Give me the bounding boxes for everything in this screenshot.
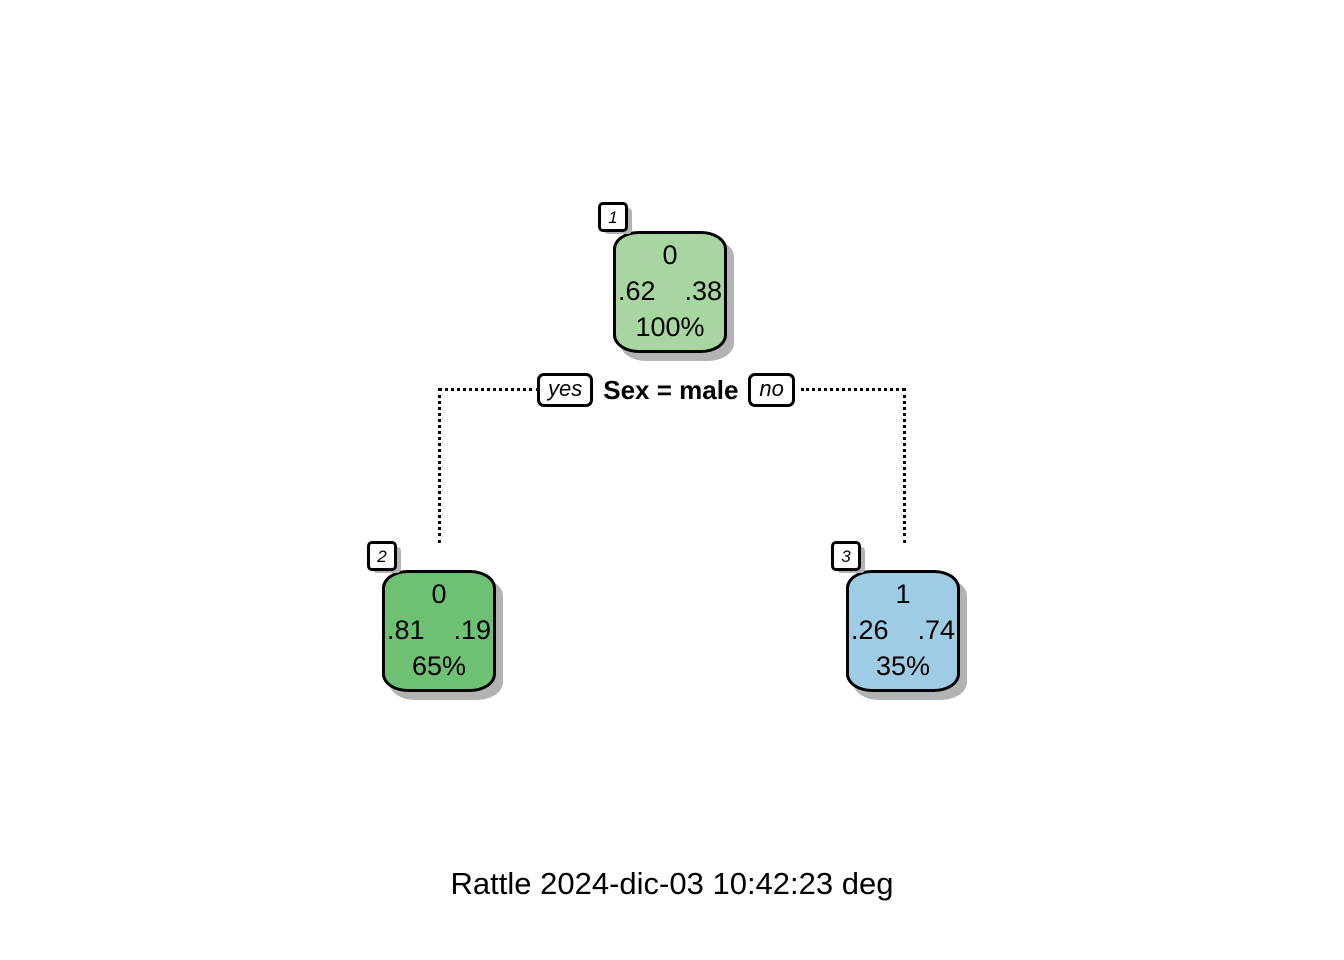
node-body: 0 .62 .38 100%: [613, 231, 727, 353]
edge-no-vertical: [903, 388, 906, 543]
split-no-label: no: [748, 373, 795, 407]
node-prob-class0: .26: [851, 614, 889, 645]
node-prob-class1: .74: [917, 614, 955, 645]
split-condition: Sex = male: [603, 375, 739, 405]
split-label-row: yes Sex = male no: [537, 373, 795, 407]
split-yes-label: yes: [537, 373, 594, 407]
figure-caption: Rattle 2024-dic-03 10:42:23 deg: [450, 866, 894, 901]
node-number-tab: 3: [831, 541, 865, 573]
edge-yes-horizontal: [438, 388, 540, 391]
node-prob-class1: .19: [453, 614, 491, 645]
edge-no-horizontal: [801, 388, 905, 391]
node-body: 0 .81 .19 65%: [382, 570, 496, 692]
node-prob-class0: .62: [618, 275, 656, 306]
node-percent: 35%: [875, 650, 931, 681]
node-probabilities: .62 .38: [618, 275, 722, 306]
node-number: 2: [367, 541, 397, 571]
node-probabilities: .81 .19: [387, 614, 491, 645]
node-predicted-class: 1: [895, 578, 911, 609]
node-number: 1: [598, 202, 628, 232]
node-predicted-class: 0: [662, 239, 678, 270]
node-number-tab: 1: [598, 202, 632, 234]
node-number: 3: [831, 541, 861, 571]
node-percent: 100%: [635, 311, 705, 342]
node-probabilities: .26 .74: [851, 614, 955, 645]
node-percent: 65%: [411, 650, 467, 681]
node-predicted-class: 0: [431, 578, 447, 609]
node-body: 1 .26 .74 35%: [846, 570, 960, 692]
node-prob-class0: .81: [387, 614, 425, 645]
node-prob-class1: .38: [684, 275, 722, 306]
edge-yes-vertical: [438, 388, 441, 543]
node-number-tab: 2: [367, 541, 401, 573]
